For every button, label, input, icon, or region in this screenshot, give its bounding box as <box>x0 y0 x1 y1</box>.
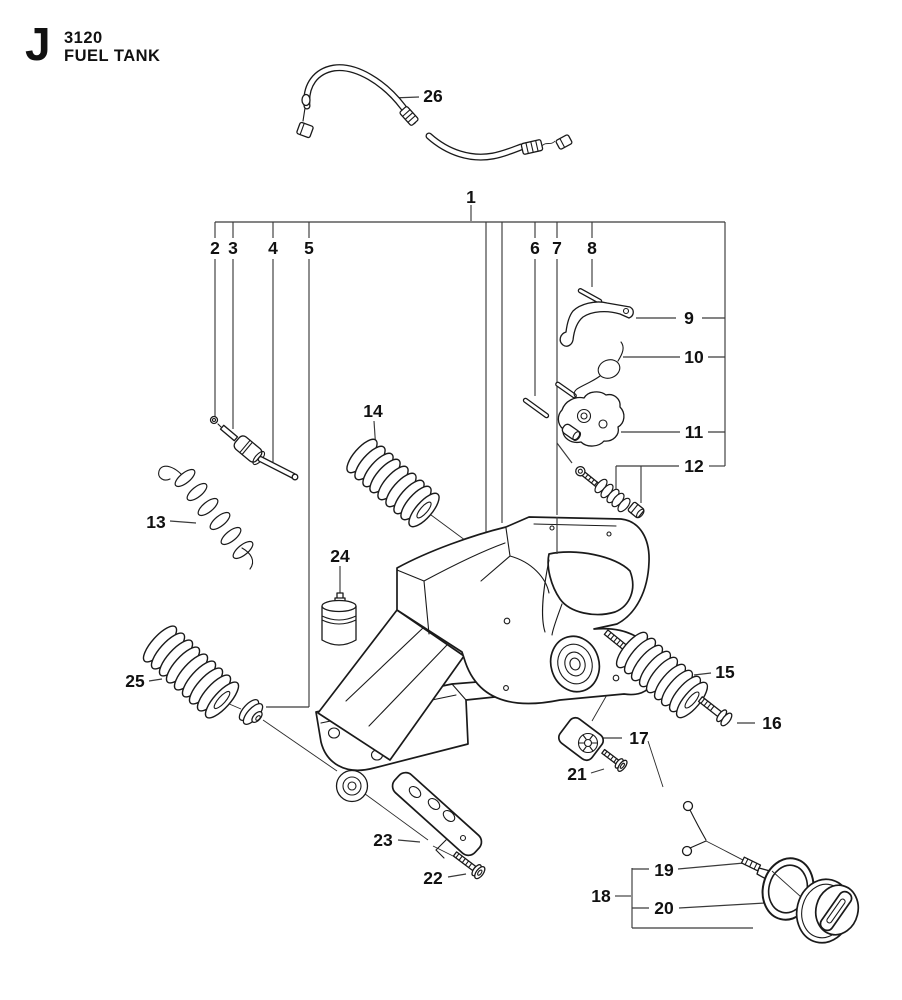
tank-front-channel <box>317 609 465 761</box>
pin-6-drawing <box>522 397 550 419</box>
pickup-tube <box>257 456 297 479</box>
throttle-lever-9-drawing <box>559 301 634 347</box>
part-label-13: 13 <box>146 512 166 532</box>
part-label-6: 6 <box>530 238 540 258</box>
handle-grip-opening <box>547 551 634 616</box>
screw-22-drawing <box>452 851 486 880</box>
part-label-1: 1 <box>466 187 476 207</box>
cable-ferrule-lower <box>520 139 544 155</box>
part-label-14: 14 <box>363 401 383 421</box>
cable-end-fitting <box>296 121 314 139</box>
part-label-18: 18 <box>591 886 611 906</box>
part-label-26: 26 <box>423 86 443 106</box>
part-label-9: 9 <box>684 308 694 328</box>
callout-bracket-lines <box>148 96 766 929</box>
fuel-tank-body-drawing <box>317 516 657 761</box>
part-label-8: 8 <box>587 238 597 258</box>
buffer-17-drawing <box>557 716 605 762</box>
part-label-5: 5 <box>304 238 314 258</box>
frame-pivot-roller <box>335 769 369 803</box>
part-label-11: 11 <box>685 422 704 442</box>
pin-7-drawing <box>555 381 577 399</box>
washer-grommet-drawing <box>238 699 264 725</box>
part-label-7: 7 <box>552 238 562 258</box>
cable-barrel-end <box>555 134 573 150</box>
spring-15-drawing <box>615 631 709 719</box>
part-label-25: 25 <box>125 671 145 691</box>
clip-2 <box>209 415 219 425</box>
bracket-plate-23-drawing <box>391 771 483 859</box>
throttle-cable-26-drawing <box>296 64 573 161</box>
part-label-15: 15 <box>715 662 735 682</box>
spring-25-drawing <box>142 625 240 719</box>
fuel-cap-grip <box>819 890 853 932</box>
model-number: 3120 <box>64 29 103 47</box>
part-label-16: 16 <box>762 713 782 733</box>
fuel-cap-drawing <box>795 878 860 944</box>
part-label-3: 3 <box>228 238 238 258</box>
part-label-12: 12 <box>684 456 704 476</box>
bolt-16-drawing <box>697 696 733 727</box>
part-label-24: 24 <box>330 546 350 566</box>
spring-12-drawing <box>594 478 631 513</box>
part-labels: 1 2 3 4 5 6 7 8 9 10 11 12 13 14 15 16 1… <box>125 86 782 918</box>
part-label-2: 2 <box>210 238 220 258</box>
spring-14-drawing <box>346 438 440 528</box>
fuel-pickup-drawing <box>209 415 299 481</box>
filler-neck-boss <box>549 635 601 693</box>
screw-21-drawing <box>601 748 628 772</box>
part-label-10: 10 <box>684 347 704 367</box>
tank-vent-24-drawing <box>321 592 357 646</box>
throttle-spring-10-drawing <box>573 341 624 399</box>
part-label-19: 19 <box>654 860 674 880</box>
page-title: FUEL TANK <box>64 47 160 65</box>
part-label-21: 21 <box>567 764 587 784</box>
part-label-23: 23 <box>373 830 393 850</box>
part-label-17: 17 <box>629 728 648 748</box>
throttle-lock-11-drawing <box>557 391 625 447</box>
connector-3 <box>219 424 239 442</box>
fuel-hose-13-drawing <box>158 465 254 570</box>
page-header: J 3120 FUEL TANK <box>25 18 160 70</box>
part-label-20: 20 <box>654 898 674 918</box>
nut-12-drawing <box>627 501 645 519</box>
cable-ferrule-upper <box>399 106 419 126</box>
part-label-22: 22 <box>423 868 443 888</box>
section-letter: J <box>25 18 51 70</box>
part-label-4: 4 <box>268 238 278 258</box>
